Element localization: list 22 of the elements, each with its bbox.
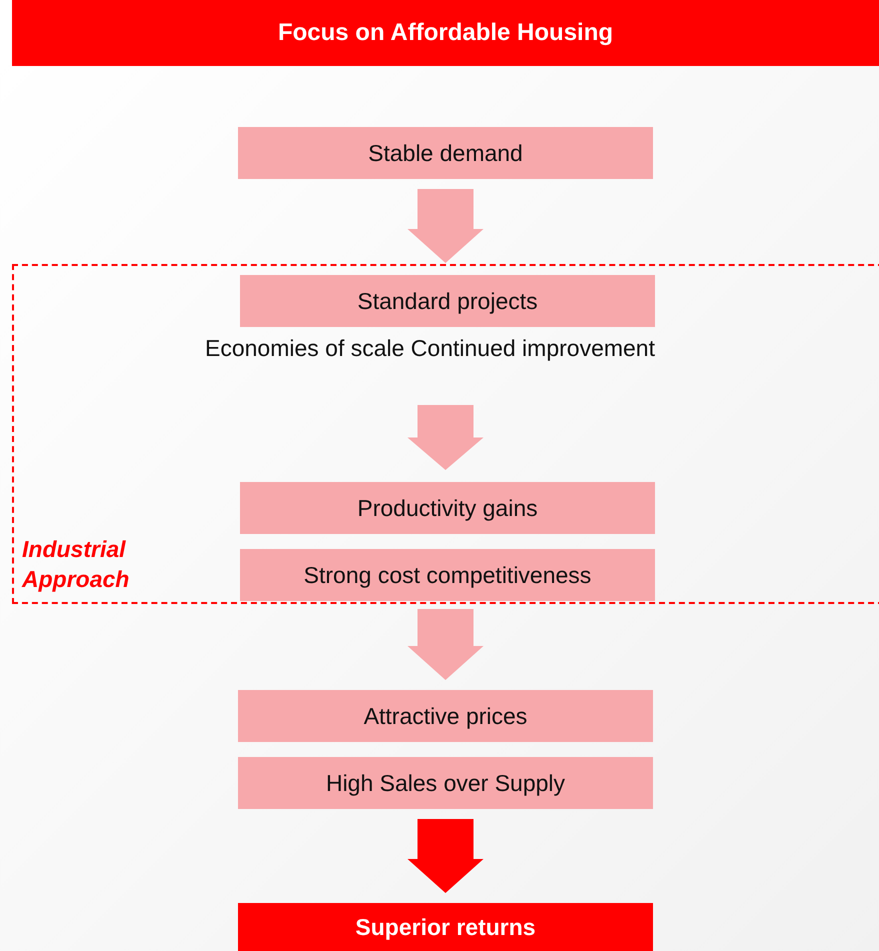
box-text: Superior returns: [355, 912, 536, 942]
box-text: High Sales over Supply: [326, 768, 566, 798]
block-arrow: [408, 609, 484, 680]
process-box: [240, 482, 655, 534]
process-box: [238, 690, 653, 742]
note-text: Economies of scale Continued improvement: [204, 334, 655, 363]
block-arrow: [408, 405, 484, 470]
group-label: Industrial Approach: [22, 535, 130, 594]
box-text: Strong cost competitiveness: [304, 560, 592, 590]
title-banner: Focus on Affordable Housing: [12, 0, 879, 66]
process-box: [238, 127, 653, 179]
process-box: [238, 757, 653, 809]
box-text: Attractive prices: [364, 702, 528, 731]
process-box: [240, 549, 655, 601]
block-arrow: [408, 819, 484, 893]
block-arrow: [408, 189, 484, 263]
process-box: [240, 275, 655, 327]
box-text: Stable demand: [368, 138, 523, 168]
box-text: Productivity gains: [357, 494, 538, 523]
box-text: Standard projects: [357, 286, 538, 316]
process-box: [238, 903, 653, 951]
dashed-group-frame: [12, 264, 879, 604]
